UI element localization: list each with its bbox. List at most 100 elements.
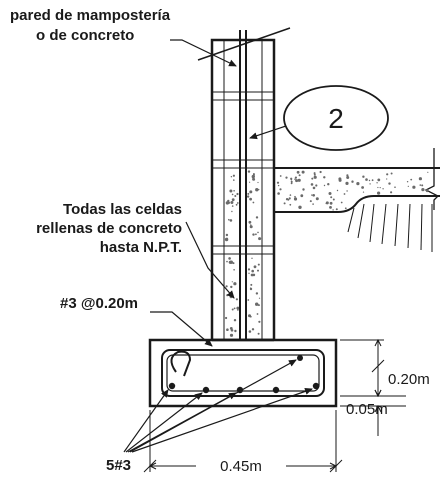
concrete-speckle [311,177,314,180]
concrete-speckle [335,208,338,211]
concrete-speckle [230,285,233,289]
concrete-speckle [390,191,393,194]
concrete-speckle [230,201,234,204]
concrete-speckle [226,237,228,240]
footing [148,338,338,408]
concrete-speckle [356,182,360,186]
concrete-speckle [248,330,252,333]
concrete-speckle [290,179,293,181]
concrete-speckle [376,182,378,184]
rebar-spacing-label: #3 @0.20m [60,295,138,312]
concrete-speckle [249,197,253,201]
concrete-speckle [257,304,260,307]
concrete-speckle [327,183,330,186]
concrete-speckle [255,216,259,219]
concrete-speckle [237,309,239,311]
concrete-speckle [251,328,255,331]
concrete-speckle [410,178,413,181]
concrete-speckle [252,177,256,181]
concrete-speckle [251,174,255,179]
concrete-speckle [295,179,299,183]
concrete-speckle [371,179,374,182]
concrete-speckle [369,183,371,185]
concrete-speckle [344,207,347,210]
concrete-speckle [332,209,334,211]
floor-slab [273,148,440,252]
concrete-speckle [231,193,234,196]
concrete-speckle [227,199,230,203]
concrete-speckle [258,237,262,241]
concrete-speckle [310,183,314,186]
concrete-speckle [313,172,316,175]
concrete-speckle [247,192,250,195]
concrete-speckle [328,192,332,195]
concrete-speckle [362,175,365,178]
concrete-speckle [312,186,316,190]
concrete-speckle [258,320,261,323]
concrete-speckle [302,188,305,191]
concrete-speckle [407,185,409,187]
concrete-speckle [235,298,238,301]
concrete-speckle [419,184,422,186]
concrete-speckle [256,313,259,315]
concrete-speckle [412,185,416,189]
concrete-speckle [257,263,260,266]
concrete-speckle [329,206,332,209]
concrete-speckle [231,205,234,207]
concrete-speckle [248,314,251,318]
concrete-speckle [330,196,333,199]
concrete-speckle [277,184,280,187]
concrete-speckle [255,233,257,236]
concrete-speckle [368,179,371,182]
concrete-speckle [283,202,286,205]
rebar-leader [150,311,213,347]
concrete-speckle [296,170,300,174]
concrete-speckle [250,283,253,286]
concrete-speckle [276,181,280,184]
cover-label: 0.05m [346,401,388,418]
concrete-speckle [229,219,233,222]
concrete-speckle [338,178,342,182]
concrete-speckle [315,197,319,201]
concrete-speckle [361,186,364,189]
concrete-speckle [301,170,305,174]
concrete-speckle [277,192,280,195]
detail-number: 2 [328,103,344,134]
concrete-speckle [388,182,391,185]
concrete-speckle [232,262,235,265]
slab-concrete-dots [276,170,429,211]
concrete-speckle [251,269,254,273]
concrete-speckle [255,292,259,295]
concrete-speckle [250,287,252,289]
concrete-speckle [312,203,314,205]
concrete-speckle [319,170,322,174]
concrete-speckle [231,281,233,283]
concrete-speckle [290,180,293,183]
concrete-speckle [257,269,259,272]
concrete-speckle [249,181,251,183]
concrete-speckle [233,307,236,310]
concrete-speckle [234,329,237,333]
concrete-speckle [247,299,250,301]
concrete-speckle [232,174,235,177]
footing-width-label: 0.45m [220,458,262,475]
concrete-speckle [252,233,255,236]
concrete-speckle [343,193,346,195]
concrete-speckle [377,178,381,182]
concrete-speckle [362,191,365,193]
wall-label-line1: pared de mampostería [10,7,171,24]
concrete-speckle [329,201,333,205]
concrete-speckle [233,269,235,271]
concrete-speckle [279,175,282,177]
bottom-bars-label: 5#3 [106,457,131,474]
concrete-speckle [226,260,228,263]
concrete-speckle [233,190,235,192]
concrete-speckle [312,194,316,197]
concrete-speckle [251,257,253,259]
concrete-speckle [225,285,228,288]
concrete-speckle [228,257,231,260]
height-dimensions [340,338,406,436]
concrete-speckle [249,190,253,194]
concrete-speckle [252,273,256,277]
concrete-speckle [377,186,379,189]
